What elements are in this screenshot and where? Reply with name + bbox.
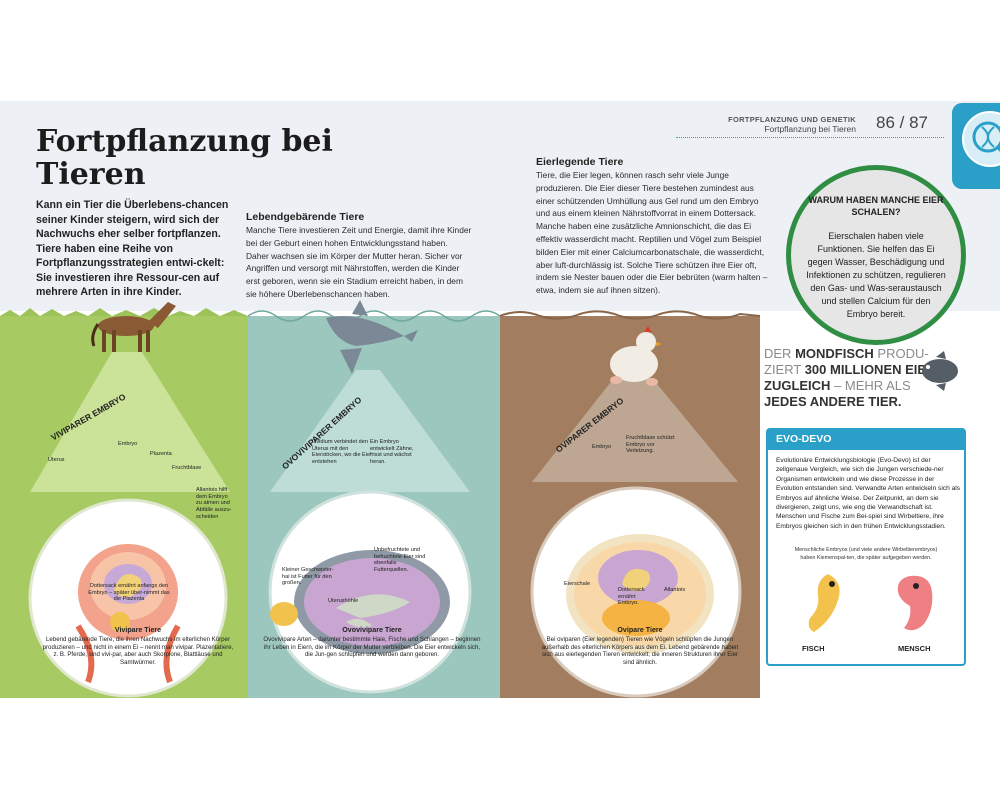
chapter-tab-emblem: [962, 111, 1000, 167]
fact-bold-1: MONDFISCH: [795, 346, 874, 361]
ovoviviparous-egg-diagram: [270, 550, 450, 654]
sunfish-icon: [922, 351, 958, 391]
chapter-category: FORTPFLANZUNG UND GENETIK: [728, 115, 856, 124]
evo-devo-header: EVO-DEVO: [768, 430, 964, 450]
label-egg-allantois: Allantois: [664, 586, 686, 593]
viviparous-caption: Vivipare Tiere Lebend gebärende Tiere, d…: [40, 626, 236, 667]
fact-part-2: PRODU-ZIERT: [764, 346, 929, 377]
label-uterus: Uterus: [48, 456, 65, 463]
viviparous-caption-text: Lebend gebärende Tiere, die ihren Nachwu…: [42, 635, 234, 667]
intro-text: Kann ein Tier die Überlebens-chancen sei…: [36, 199, 229, 298]
label-unfertilized-eggs: Unbefruchtete und befruchtete Eier sind …: [374, 546, 426, 574]
viviparous-embryo-diagram: [75, 544, 181, 684]
evo-devo-text: Evolutionäre Entwicklungsbiologie (Evo-D…: [776, 457, 961, 530]
page-numbers: 86 / 87: [876, 113, 928, 132]
label-oviduct: Ovidium verbindet den Uterus mit den Eie…: [312, 438, 373, 466]
reproduction-illustration: [0, 300, 760, 698]
oviparous-caption: Ovipare Tiere Bei oviparen (Eier legende…: [540, 626, 740, 667]
hen-illustration: [610, 326, 662, 386]
label-egg-yolk: Dottersack ernährt Embryo.: [618, 586, 645, 607]
evo-devo-title: EVO-DEVO: [776, 433, 832, 445]
fish-embryo-icon: [808, 574, 840, 632]
oviparous-egg-diagram: [566, 534, 714, 654]
evo-devo-caption: Menschliche Embryos (und viele andere Wi…: [794, 547, 938, 561]
label-egg-amnion: Fruchtblase schützt Embryo vor Verletzun…: [626, 434, 675, 455]
evo-devo-box: EVO-DEVO Evolutionäre Entwicklungsbiolog…: [766, 428, 966, 666]
fact-part-3: – MEHR ALS: [830, 378, 911, 393]
chapter-subcategory: Fortpflanzung bei Tieren: [764, 124, 856, 134]
page-title: Fortpflanzung bei Tieren: [36, 124, 333, 192]
label-shark-embryo: Ein Embryo entwickelt Zähne, frisst und …: [370, 438, 414, 466]
label-allantois: Allantois hilft dem Embryo zu atmen und …: [196, 486, 232, 521]
oviparous-caption-title: Ovipare Tiere: [617, 626, 663, 634]
label-amnion: Fruchtblase: [172, 464, 202, 471]
ovoviviparous-caption-text: Ovovivipare Arten – darunter bestimmte H…: [263, 635, 481, 659]
quiz-circle: WARUM HABEN MANCHE EIER SCHALEN? Eiersch…: [786, 165, 966, 345]
header-dotted-rule: [676, 137, 944, 138]
viviparous-caption-title: Vivipare Tiere: [114, 626, 162, 634]
book-spread: FORTPFLANZUNG UND GENETIK Fortpflanzung …: [0, 101, 1000, 698]
human-embryo-icon: [897, 575, 933, 631]
livebearing-text: Manche Tiere investieren Zeit und Energi…: [246, 225, 472, 299]
fact-bold-3: JEDES ANDERE TIER.: [764, 394, 902, 409]
sunfish-fact: DER MONDFISCH PRODU-ZIERT 300 MILLIONEN …: [764, 346, 944, 410]
horse-illustration: [91, 302, 176, 352]
egglaying-heading: Eierlegende Tiere: [536, 156, 624, 168]
label-sibling: Kleiner Geschwister-hai ist Futter für d…: [282, 566, 334, 587]
ovoviviparous-caption-title: Ovovivipare Tiere: [342, 626, 402, 634]
label-embryo: Embryo: [118, 440, 138, 447]
label-egg-embryo: Embryo: [592, 443, 612, 450]
egglaying-text: Tiere, die Eier legen, können rasch sehr…: [536, 170, 768, 296]
human-label: MENSCH: [898, 644, 931, 653]
fact-part-1: DER: [764, 346, 796, 361]
quiz-answer: Eierschalen haben viele Funktionen. Sie …: [806, 231, 946, 319]
fact-bold-2: 300 MILLIONEN EIER ZUGLEICH: [764, 362, 936, 393]
label-uterine-cavity: Uterushöhle: [328, 597, 359, 604]
ovoviviparous-caption: Ovovivipare Tiere Ovovivipare Arten – da…: [262, 626, 482, 659]
label-placenta: Plazenta: [150, 450, 172, 457]
shark-illustration: [326, 300, 418, 374]
oviparous-caption-text: Bei oviparen (Eier legenden) Tieren wie …: [541, 635, 739, 667]
label-eggshell: Eierschale: [564, 580, 591, 587]
label-yolk-sac: Dottersack ernährt anfangs den Embryo – …: [88, 582, 170, 603]
quiz-question: WARUM HABEN MANCHE EIER SCHALEN?: [808, 195, 944, 217]
fish-label: FISCH: [802, 644, 825, 653]
dna-magnifier-icon: [972, 121, 1000, 153]
livebearing-heading: Lebendgebärende Tiere: [246, 211, 365, 223]
